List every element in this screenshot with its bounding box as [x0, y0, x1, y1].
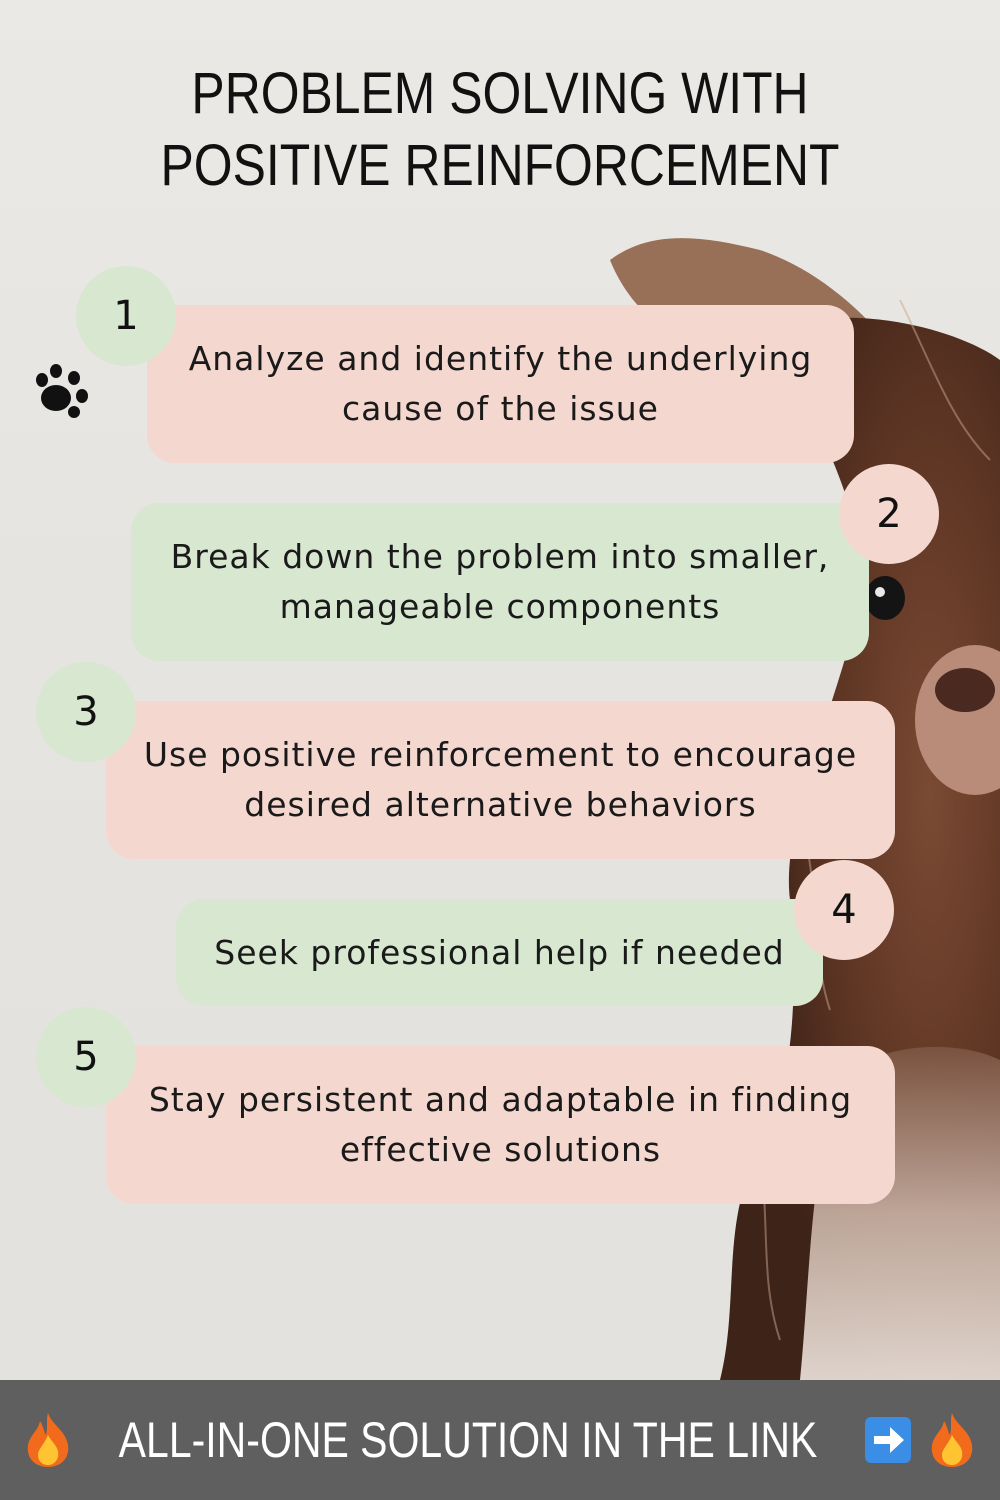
step-5-text: Stay persistent and adaptable in finding… [148, 1080, 853, 1169]
step-2-card: Break down the problem into smaller, man… [131, 503, 869, 661]
step-3-card: Use positive reinforcement to encourage … [106, 701, 895, 859]
step-1-text: Analyze and identify the underlying caus… [188, 339, 813, 428]
step-2-badge: 2 [839, 464, 939, 564]
step-1-card: Analyze and identify the underlying caus… [147, 305, 854, 463]
step-1-badge: 1 [76, 266, 176, 366]
fire-icon [27, 1413, 69, 1467]
right-arrow-icon [865, 1417, 912, 1463]
paw-icon [36, 364, 88, 418]
step-3-text: Use positive reinforcement to encourage … [143, 735, 858, 824]
step-2-number: 2 [876, 491, 902, 537]
step-4-card: Seek professional help if needed [176, 899, 823, 1006]
step-2-text: Break down the problem into smaller, man… [170, 537, 830, 626]
fire-icon [931, 1413, 973, 1467]
step-5-number: 5 [73, 1034, 99, 1080]
step-3-badge: 3 [36, 662, 136, 762]
step-4-text: Seek professional help if needed [214, 932, 785, 972]
step-1-number: 1 [113, 293, 139, 339]
step-3-number: 3 [73, 689, 99, 735]
step-5-card: Stay persistent and adaptable in finding… [106, 1046, 895, 1204]
footer-banner[interactable]: ALL-IN-ONE SOLUTION IN THE LINK [0, 1380, 1000, 1500]
step-4-number: 4 [831, 887, 857, 933]
page-title: PROBLEM SOLVING WITH POSITIVE REINFORCEM… [160, 61, 840, 198]
step-5-badge: 5 [36, 1007, 136, 1107]
step-4-badge: 4 [794, 860, 894, 960]
footer-text: ALL-IN-ONE SOLUTION IN THE LINK [118, 1412, 818, 1468]
